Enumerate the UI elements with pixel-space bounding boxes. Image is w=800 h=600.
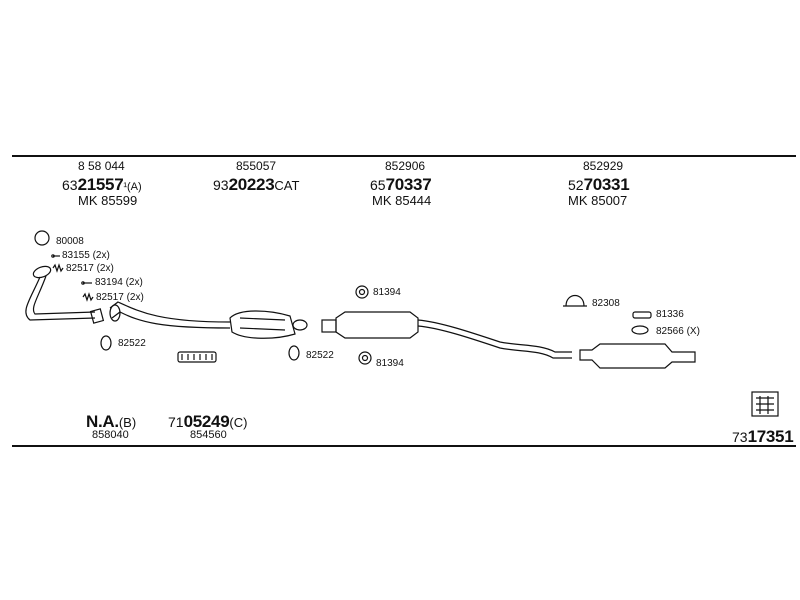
rear-silencer — [579, 343, 696, 369]
middle-silencer-body — [335, 311, 419, 339]
group1-mk: MK 85599 — [78, 193, 138, 208]
middle-silencer-inlet — [321, 319, 337, 333]
group4-mk: MK 85007 — [568, 193, 628, 208]
label-82522b: 82522 — [306, 350, 334, 361]
bolt-symbol-83194 — [81, 281, 92, 285]
na-suffix: (B) — [118, 415, 137, 430]
bolt-symbol-83155 — [51, 254, 60, 258]
spring-symbol-82517a — [52, 263, 64, 273]
na-main: N.A. — [86, 412, 119, 431]
fr-sub-number: 854560 — [190, 429, 227, 441]
kit-main: 17351 — [747, 427, 794, 446]
label-81336: 81336 — [656, 309, 684, 320]
group2-suffix: CAT — [274, 178, 300, 193]
bottom-rule — [12, 445, 796, 447]
label-82308: 82308 — [592, 298, 620, 309]
label-82517a: 82517 (2x) — [66, 263, 114, 274]
hanger-81336 — [632, 311, 652, 319]
intermediate-pipe-top — [109, 301, 231, 323]
label-81394a: 81394 — [373, 287, 401, 298]
heat-shield-part — [177, 351, 217, 363]
label-83155: 83155 (2x) — [62, 250, 110, 261]
na-sub-number: 858040 — [92, 429, 129, 441]
label-82522a: 82522 — [118, 338, 146, 349]
label-81394b: 81394 — [376, 358, 404, 369]
rubber-mount-81394a — [355, 285, 369, 299]
group2-main: 20223 — [228, 175, 275, 194]
catalytic-converter — [229, 310, 296, 339]
label-83194: 83194 (2x) — [95, 277, 143, 288]
kit-box-icon — [751, 391, 779, 417]
group2-top-number: 855057 — [236, 159, 277, 173]
front-pipe-lower — [32, 275, 96, 315]
label-82566: 82566 (X) — [656, 326, 700, 337]
rear-pipe-bottom — [417, 325, 572, 359]
gasket-ring-80008 — [34, 230, 50, 246]
label-80008: 80008 — [56, 236, 84, 247]
spring-symbol-82517b — [82, 292, 94, 302]
front-pipe-part-number: 7105249(C) — [168, 413, 247, 431]
intermediate-pipe-bottom — [111, 311, 231, 329]
group3-prefix: 65 — [370, 177, 386, 193]
rear-pipe-top — [417, 319, 572, 353]
catalytic-converter-seam — [239, 317, 286, 331]
group1-top-number: 8 58 044 — [78, 159, 125, 173]
rubber-mount-81394b — [358, 351, 372, 365]
cat-outlet-flange — [292, 319, 308, 331]
group1-part-number: 6321557¹(A) — [62, 176, 142, 194]
group2-part-number: 9320223CAT — [213, 176, 299, 194]
intermediate-flange — [109, 304, 121, 322]
fr-main: 05249 — [183, 412, 230, 431]
kit-prefix: 73 — [732, 429, 748, 445]
label-82517b: 82517 (2x) — [96, 292, 144, 303]
group4-part-number: 5270331 — [568, 175, 630, 194]
group3-part-number: 6570337 — [370, 175, 432, 194]
group4-top-number: 852929 — [583, 159, 624, 173]
kit-box-icon-detail — [756, 396, 774, 414]
na-part-number: N.A.(B) — [86, 413, 136, 431]
fr-prefix: 71 — [168, 414, 184, 430]
fr-suffix: (C) — [229, 415, 248, 430]
manifold-flange — [32, 265, 52, 279]
group2-prefix: 93 — [213, 177, 229, 193]
gasket-82522a — [100, 335, 112, 351]
kit-part-number: 7317351 — [732, 427, 794, 446]
group4-prefix: 52 — [568, 177, 584, 193]
front-pipe-flange — [89, 308, 105, 324]
group3-top-number: 852906 — [385, 159, 426, 173]
group3-main: 70337 — [385, 175, 432, 194]
front-pipe-upper — [25, 276, 96, 321]
clamp-82308 — [565, 294, 585, 307]
top-rule — [12, 155, 796, 157]
heat-shield-ribs — [181, 354, 213, 360]
group1-prefix: 63 — [62, 177, 78, 193]
group1-main: 21557 — [77, 175, 124, 194]
group1-suffix: ¹(A) — [123, 181, 142, 193]
group4-main: 70331 — [583, 175, 630, 194]
rubber-ring-82566 — [631, 325, 649, 335]
group3-mk: MK 85444 — [372, 193, 432, 208]
gasket-82522b — [288, 345, 300, 361]
